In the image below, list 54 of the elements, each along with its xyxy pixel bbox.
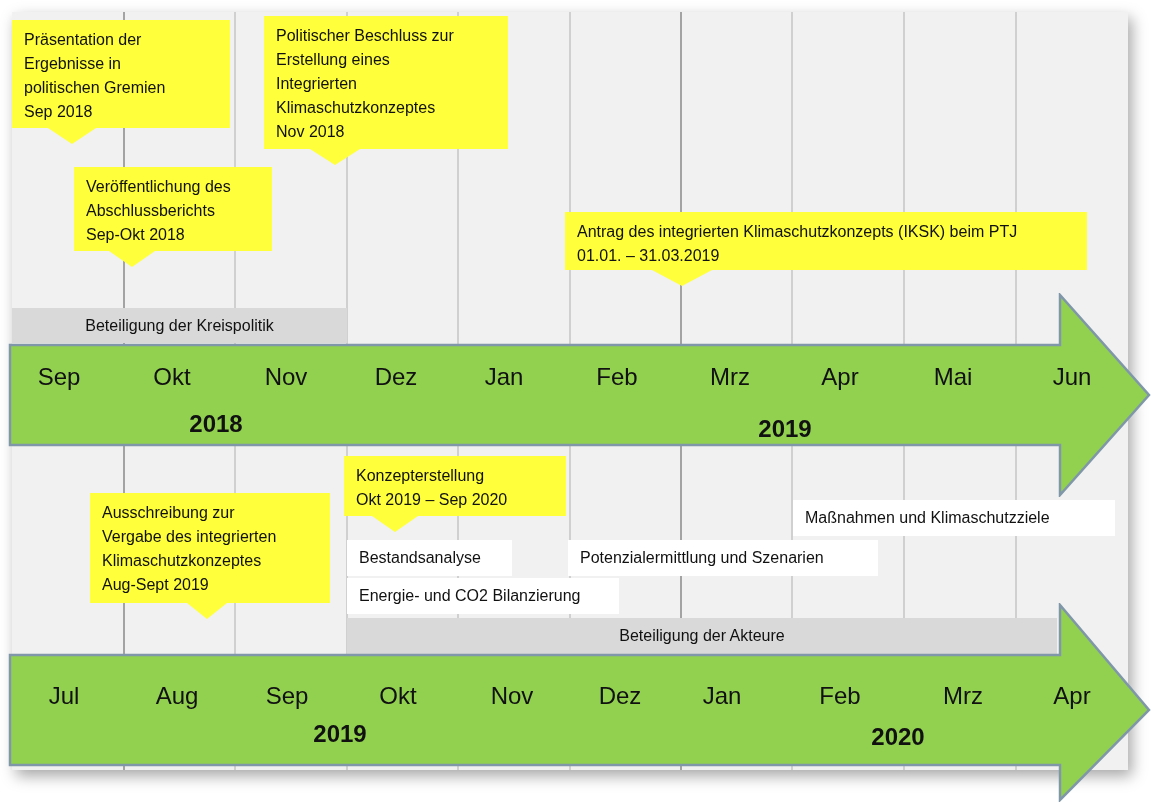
month-label: Okt: [152, 362, 192, 392]
month-label: Jan: [483, 362, 525, 392]
month-label: Dez: [373, 362, 419, 392]
month-label: Feb: [818, 681, 862, 711]
date-text: Nov 2018: [276, 122, 346, 142]
month-label: Dez: [597, 681, 643, 711]
month-label: Apr: [820, 362, 860, 392]
callout-text: Veröffentlichung des Abschlussberichts: [86, 177, 232, 221]
phase-bar: [12, 308, 347, 343]
speech-callout: [565, 212, 1087, 286]
year-label: 2020: [870, 722, 926, 752]
month-label: Sep: [264, 681, 310, 711]
month-label: Okt: [378, 681, 418, 711]
month-label: Nov: [489, 681, 535, 711]
phase-label: Beteiligung der Kreispolitik: [84, 316, 275, 336]
callout-text: Ausschreibung zur Vergabe des integrierten Klimaschutzkonzeptes: [102, 503, 278, 571]
date-text: Sep 2018: [24, 102, 94, 122]
date-text: 01.01. – 31.03.2019: [577, 246, 721, 266]
task-box: [568, 540, 878, 576]
task-label: Energie- und CO2 Bilanzierung: [359, 586, 581, 606]
year-label: 2019: [312, 719, 368, 749]
task-box: [793, 500, 1115, 536]
month-label: Jun: [1051, 362, 1093, 392]
month-label: Sep: [36, 362, 82, 392]
month-label: Aug: [154, 681, 200, 711]
month-label: Mrz: [709, 362, 751, 392]
month-label: Apr: [1052, 681, 1092, 711]
speech-callout: [12, 20, 230, 144]
date-text: Aug-Sept 2019: [102, 575, 210, 595]
callout-text: Präsentation der Ergebnisse in politischen Gremien: [24, 30, 167, 98]
month-label: Mai: [932, 362, 974, 392]
callout-text: Konzepterstellung: [356, 466, 486, 486]
speech-callout: [344, 456, 566, 532]
task-box: [347, 578, 619, 614]
month-label: Mrz: [942, 681, 984, 711]
task-label: Bestandsanalyse: [359, 548, 481, 568]
month-label: Jul: [47, 681, 81, 711]
callout-text: Antrag des integrierten Klimaschutzkonzepts (IKSK) beim PTJ: [577, 222, 1019, 242]
speech-callout: [74, 167, 272, 267]
month-label: Feb: [595, 362, 639, 392]
phase-bar: [347, 618, 1057, 654]
phase-label: Beteiligung der Akteure: [618, 626, 786, 646]
month-label: Nov: [263, 362, 309, 392]
task-label: Maßnahmen und Klimaschutzziele: [805, 508, 1050, 528]
date-text: Okt 2019 – Sep 2020: [356, 490, 509, 510]
year-label: 2018: [188, 409, 244, 439]
task-box: [347, 540, 512, 576]
callout-text: Politischer Beschluss zur Erstellung eines Integrierten Klimaschutzkonzeptes: [276, 26, 455, 118]
month-label: Jan: [701, 681, 743, 711]
date-text: Sep-Okt 2018: [86, 225, 186, 245]
timeline-arrow: [8, 603, 1151, 802]
task-label: Potenzialermittlung und Szenarien: [580, 548, 824, 568]
year-label: 2019: [757, 414, 813, 444]
speech-callout: [90, 493, 330, 619]
